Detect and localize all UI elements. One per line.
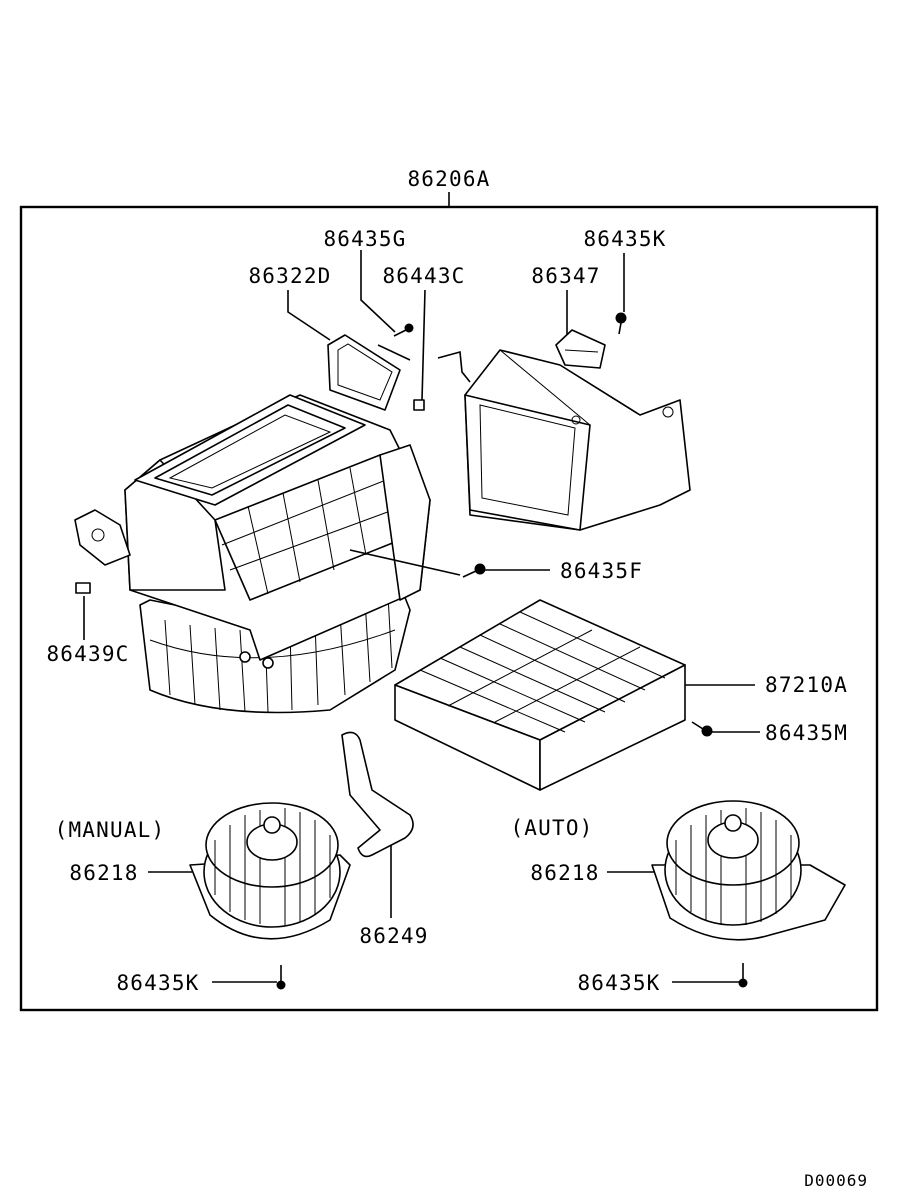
label-86435K-manual[interactable]: 86435K — [116, 971, 199, 995]
label-86347[interactable]: 86347 — [531, 264, 600, 288]
label-86443C[interactable]: 86443C — [382, 264, 465, 288]
intake-duct — [464, 349, 691, 531]
screw-86435K-manual-icon — [276, 965, 286, 990]
clip-86439C-icon — [75, 582, 91, 594]
assembly-label[interactable]: 86206A — [407, 167, 490, 191]
label-86439C[interactable]: 86439C — [46, 642, 129, 666]
screw-86435F-icon — [462, 563, 486, 578]
diagram-code: D00069 — [804, 1171, 868, 1187]
resistor-86347-shape — [555, 329, 606, 369]
hose-86249-shape — [341, 731, 414, 858]
label-86218-auto[interactable]: 86218 — [530, 861, 599, 885]
label-86218-manual[interactable]: 86218 — [69, 861, 138, 885]
label-86435K-auto[interactable]: 86435K — [577, 971, 660, 995]
label-86435M[interactable]: 86435M — [765, 721, 848, 745]
screw-86435K-auto-icon — [738, 963, 748, 988]
screw-86435G-icon — [393, 323, 414, 337]
label-86435K-top[interactable]: 86435K — [583, 227, 666, 251]
label-auto: (AUTO) — [510, 816, 593, 840]
label-86249[interactable]: 86249 — [359, 924, 428, 948]
part-86322D-shape — [327, 334, 401, 411]
label-86322D[interactable]: 86322D — [248, 264, 331, 288]
air-filter-87210A — [394, 599, 686, 791]
blower-housing — [74, 394, 431, 714]
screw-86435M-icon — [691, 721, 713, 737]
label-86435G[interactable]: 86435G — [323, 227, 406, 251]
label-86435F[interactable]: 86435F — [560, 559, 643, 583]
label-87210A[interactable]: 87210A — [765, 673, 848, 697]
blower-motor-auto — [651, 800, 846, 941]
blower-motor-manual — [189, 802, 351, 940]
nut-86443C-icon — [413, 399, 425, 411]
screw-86435K-top-icon — [615, 312, 627, 335]
label-manual: (MANUAL) — [55, 818, 166, 842]
